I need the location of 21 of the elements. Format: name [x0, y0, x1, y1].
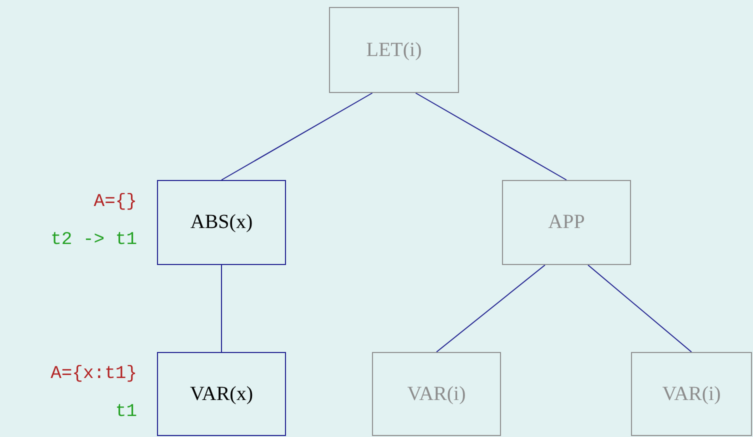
type-annotation: t1 — [115, 402, 137, 422]
tree-node-box — [631, 352, 752, 436]
connector-line — [415, 92, 567, 180]
tree-node-box — [372, 352, 501, 436]
connector-line — [221, 264, 222, 352]
environment-annotation: A={x:t1} — [50, 364, 137, 384]
tree-node-box — [157, 352, 286, 436]
connector-line — [436, 264, 546, 352]
connector-line — [588, 264, 692, 352]
node-label: ABS(x) — [190, 211, 253, 234]
node-label: VAR(i) — [662, 382, 721, 406]
tree-node-box — [157, 180, 286, 265]
node-label: VAR(x) — [190, 382, 253, 406]
connector-line — [221, 92, 373, 180]
node-label: VAR(i) — [407, 382, 466, 406]
tree-node-box — [502, 180, 631, 265]
tree-node-box — [329, 7, 459, 93]
node-label: LET(i) — [366, 38, 422, 62]
environment-annotation: A={} — [94, 192, 137, 212]
node-label: APP — [548, 211, 585, 234]
type-annotation: t2 -> t1 — [50, 230, 137, 250]
